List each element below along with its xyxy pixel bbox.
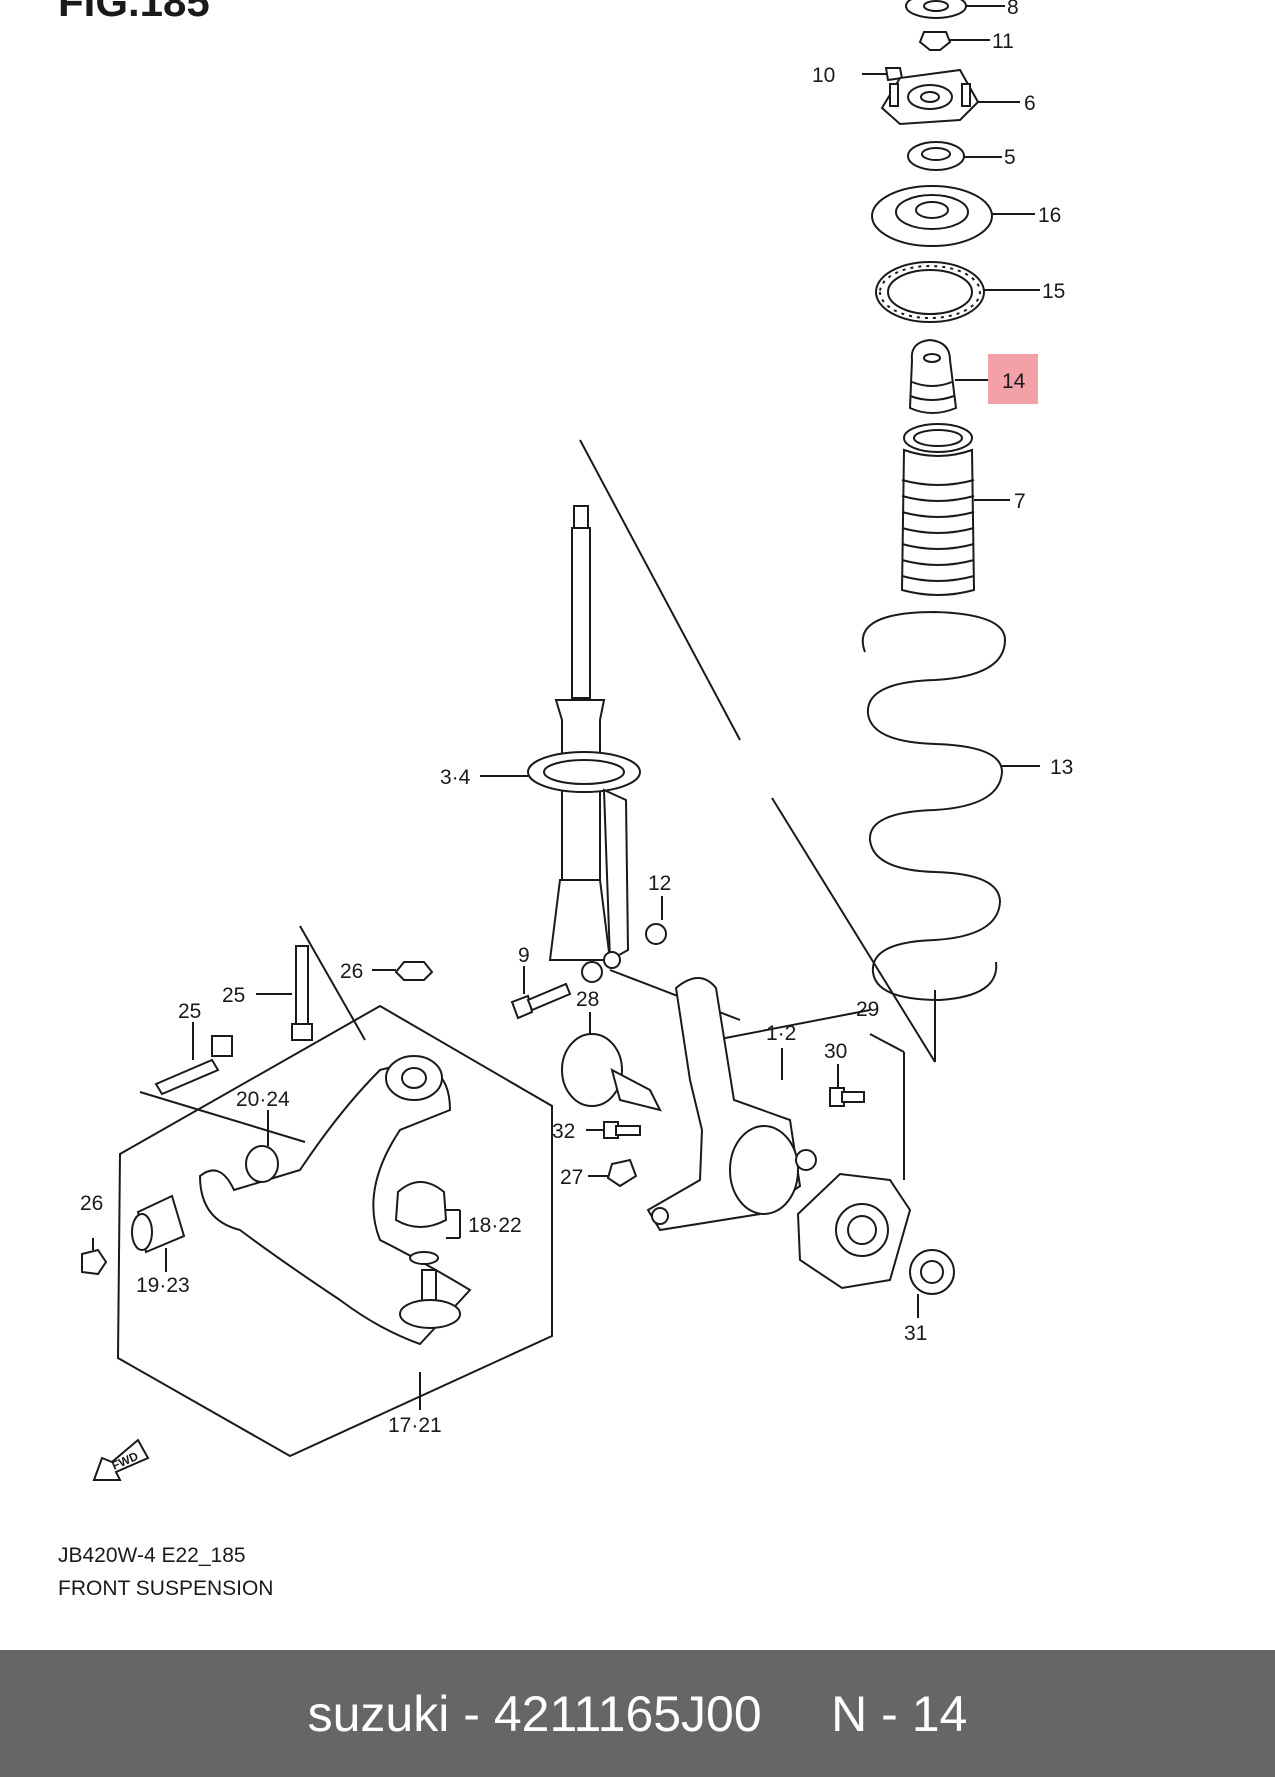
callout-26-lower: 26 bbox=[80, 1192, 103, 1215]
callout-31: 31 bbox=[904, 1322, 927, 1345]
position-separator: - bbox=[881, 1685, 898, 1742]
fwd-text: FWD bbox=[110, 1449, 141, 1473]
brand-name: suzuki bbox=[307, 1685, 450, 1742]
part-26-nut-lower bbox=[81, 1238, 108, 1276]
figure-label: FIG.185 bbox=[58, 0, 210, 25]
part-12-nut bbox=[645, 896, 667, 945]
callout-8: 8 bbox=[1007, 0, 1019, 19]
part-8-bearing bbox=[905, 0, 1005, 19]
part-25-bolt bbox=[154, 945, 313, 1096]
callout-11: 11 bbox=[992, 30, 1014, 53]
part-5-bearing bbox=[907, 141, 1002, 171]
callout-14-highlight bbox=[988, 354, 1038, 404]
callout-27: 27 bbox=[560, 1166, 583, 1189]
part-13-coil-spring bbox=[861, 610, 1040, 1002]
position-label: N bbox=[831, 1685, 868, 1742]
fwd-badge: FWD bbox=[92, 1438, 150, 1481]
part-6-mount bbox=[880, 68, 1020, 126]
part-30-bolt bbox=[829, 1064, 865, 1107]
part-17-lower-arm bbox=[198, 1055, 472, 1346]
callout-16: 16 bbox=[1038, 204, 1061, 227]
footer-separator: - bbox=[463, 1685, 480, 1742]
callout-29: 29 bbox=[856, 998, 879, 1021]
part-19-bushing bbox=[131, 1194, 186, 1272]
part-32-bolt bbox=[586, 1121, 641, 1139]
part-27-nut bbox=[588, 1158, 638, 1188]
callout-30: 30 bbox=[824, 1040, 847, 1063]
callout-7: 7 bbox=[1014, 490, 1026, 513]
callout-1-2: 1·2 bbox=[766, 1022, 796, 1045]
part-1-knuckle bbox=[646, 977, 817, 1232]
part-20-bushing bbox=[245, 1110, 279, 1183]
part-7-dust-boot bbox=[900, 423, 1010, 596]
exploded-parts-diagram: FWD 8 11 10 6 5 16 15 14 7 13 3·4 12 9 2… bbox=[80, 0, 1073, 1481]
guide-lines bbox=[139, 439, 936, 1143]
callout-12: 12 bbox=[648, 872, 671, 895]
part-11-nut bbox=[918, 31, 990, 51]
position-number: 14 bbox=[911, 1685, 968, 1742]
callout-25-upper: 25 bbox=[222, 984, 245, 1007]
part-footer-bar: suzuki - 4211165J00 N - 14 bbox=[0, 1650, 1275, 1777]
drawing-title: FRONT SUSPENSION bbox=[58, 1577, 274, 1600]
drawing-code: JB420W-4 E22_185 bbox=[58, 1544, 246, 1567]
part-15-spring-insulator bbox=[875, 261, 1040, 323]
callout-32: 32 bbox=[552, 1120, 575, 1143]
callout-18-22: 18·22 bbox=[468, 1214, 522, 1237]
lower-arm-frame bbox=[116, 1004, 553, 1458]
part-18-ball-joint bbox=[394, 1181, 461, 1329]
callout-3-4: 3·4 bbox=[440, 766, 471, 789]
callout-13: 13 bbox=[1050, 756, 1073, 779]
callout-9: 9 bbox=[518, 944, 530, 967]
part-31-nut bbox=[909, 1249, 955, 1318]
callout-20-24: 20·24 bbox=[236, 1088, 290, 1111]
callout-17-21: 17·21 bbox=[388, 1414, 442, 1437]
part-29-hub bbox=[796, 1033, 912, 1290]
callout-6: 6 bbox=[1024, 92, 1036, 115]
part-28-seal bbox=[561, 1012, 662, 1112]
part-26-nut-upper bbox=[372, 961, 434, 981]
part-16-spring-seat bbox=[871, 185, 1035, 247]
part-number: 4211165J00 bbox=[493, 1685, 762, 1742]
callout-15: 15 bbox=[1042, 280, 1065, 303]
callout-10: 10 bbox=[812, 64, 835, 87]
part-14-bump-stop bbox=[908, 338, 990, 414]
callout-14: 14 bbox=[1002, 370, 1026, 393]
part-10-nut bbox=[862, 67, 904, 82]
part-3-strut bbox=[480, 505, 641, 983]
callout-28: 28 bbox=[576, 988, 599, 1011]
callout-26-upper: 26 bbox=[340, 960, 363, 983]
part-9-bolt bbox=[510, 966, 572, 1020]
callout-19-23: 19·23 bbox=[136, 1274, 190, 1297]
callout-25-lower: 25 bbox=[178, 1000, 201, 1023]
callout-5: 5 bbox=[1004, 146, 1016, 169]
